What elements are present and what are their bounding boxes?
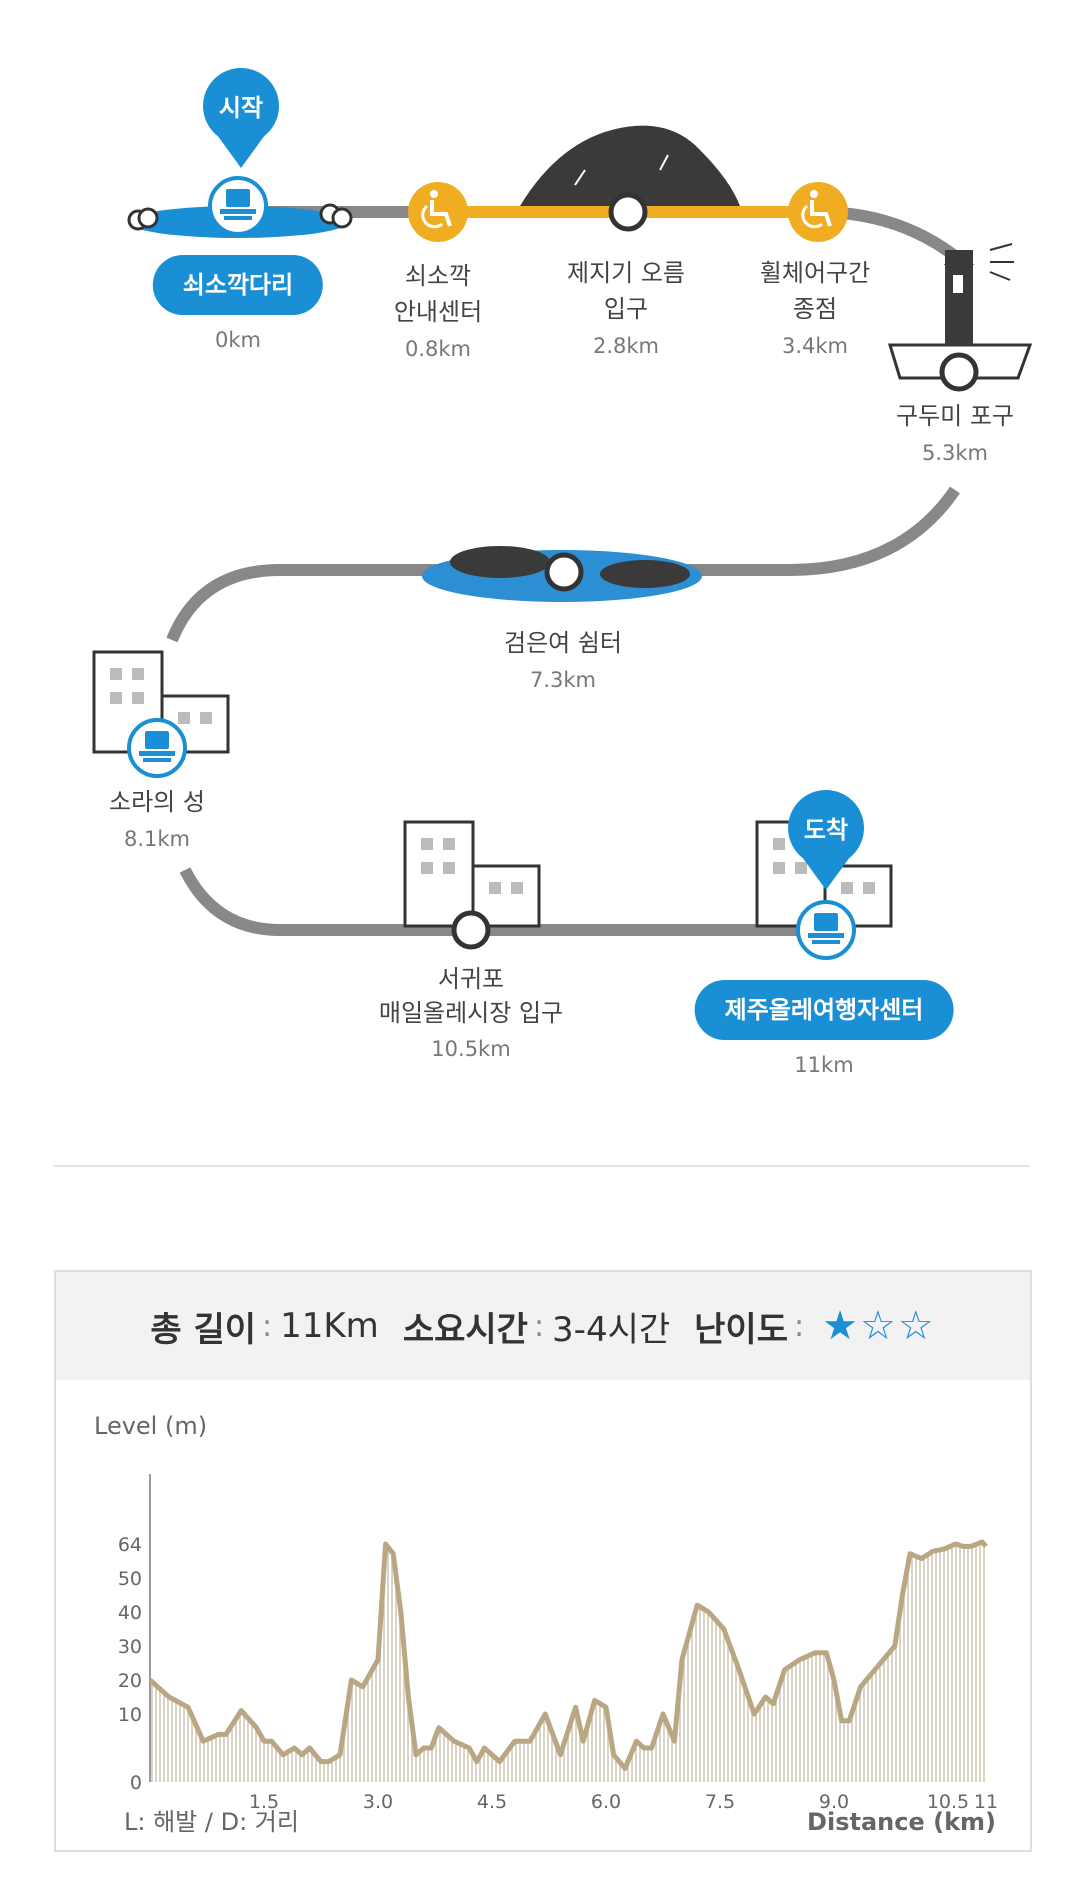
difficulty-label: 난이도	[694, 1309, 788, 1350]
stop-black-rock-shelter[interactable]: 검은여 쉼터 7.3km	[504, 625, 622, 695]
length-label: 총 길이	[150, 1309, 257, 1350]
x-tick-label: 10.5	[927, 1791, 969, 1813]
time-value: 3-4시간	[552, 1309, 671, 1350]
y-tick-label: 20	[118, 1670, 142, 1692]
stop-name: 소라의 성	[109, 788, 205, 816]
stop-name: 검은여 쉼터	[503, 629, 623, 657]
elevation-line	[148, 1539, 988, 1771]
stop-name: 구두미 포구	[895, 402, 1015, 430]
stop-distance: 2.8km	[592, 334, 659, 358]
route-segment	[179, 867, 830, 936]
end-pin	[788, 790, 864, 890]
separator-colon: :	[533, 1308, 545, 1344]
stop-gudumi-port[interactable]: 구두미 포구 5.3km	[896, 398, 1014, 468]
route-stop-marker	[451, 910, 491, 950]
y-tick-label: 0	[130, 1772, 142, 1794]
stamp-station-icon	[127, 718, 187, 778]
stop-maeil-market[interactable]: 서귀포 매일올레시장 입구 10.5km	[379, 962, 563, 1064]
stop-start[interactable]: 쇠소깍다리 0km	[152, 255, 324, 355]
mountain-illustration	[520, 125, 740, 206]
stop-distance: 7.3km	[529, 668, 596, 692]
stop-distance: 0.8km	[404, 337, 472, 361]
stop-name: 서귀포 매일올레시장 입구	[378, 965, 564, 1027]
route-segment	[166, 486, 960, 643]
stop-distance: 10.5km	[431, 1037, 511, 1061]
mountain-detail	[574, 154, 669, 186]
stop-wheelchair-end[interactable]: 휠체어구간 종점 3.4km	[760, 255, 870, 361]
route-stop-marker	[544, 552, 584, 592]
stop-distance: 8.1km	[123, 827, 191, 851]
y-tick-label: 30	[118, 1636, 142, 1658]
difficulty-stars: ★☆☆	[822, 1303, 936, 1349]
time-label: 소요시간	[402, 1309, 528, 1350]
building-illustration	[403, 820, 541, 928]
stop-name: 제지기 오름 입구	[566, 259, 686, 323]
stop-jejigi-oreum[interactable]: 제지기 오름 입구 2.8km	[567, 255, 685, 361]
stop-info-center[interactable]: 쇠소깍 안내센터 0.8km	[394, 258, 482, 364]
x-tick-label: 4.5	[477, 1791, 507, 1813]
stop-name: 휠체어구간 종점	[759, 259, 871, 323]
stop-name-pill: 제주올레여행자센터	[694, 980, 954, 1040]
x-axis-label: Distance (km)	[807, 1808, 996, 1836]
stop-name: 쇠소깍 안내센터	[393, 262, 483, 326]
stamp-station-icon	[208, 176, 268, 236]
x-tick-label: 3.0	[363, 1791, 393, 1813]
stop-name-pill: 쇠소깍다리	[152, 255, 324, 315]
stop-distance: 5.3km	[921, 441, 988, 465]
stop-sora-castle[interactable]: 소라의 성 8.1km	[109, 784, 205, 854]
y-axis-label: Level (m)	[94, 1412, 207, 1440]
y-tick-label: 40	[118, 1602, 142, 1624]
x-tick-label: 11	[974, 1791, 998, 1813]
x-tick-label: 7.5	[705, 1791, 735, 1813]
course-route-map: 시작 도착 쇠소깍다리 0km 쇠소깍 안내센터 0.8km 제지기 오름 입구…	[92, 68, 1033, 1080]
start-pin	[203, 68, 279, 168]
stop-distance: 3.4km	[781, 334, 848, 358]
wheelchair-icon	[788, 182, 848, 242]
stop-distance: 0km	[215, 328, 261, 352]
course-summary-panel: 총 길이 : 11Km 소요시간 : 3-4시간 난이도 : ★☆☆ Level…	[54, 1270, 1032, 1852]
length-value: 11Km	[280, 1306, 379, 1346]
wheelchair-icon	[408, 182, 468, 242]
y-tick-label: 50	[118, 1568, 142, 1590]
summary-header: 총 길이 : 11Km 소요시간 : 3-4시간 난이도 : ★☆☆	[56, 1272, 1030, 1380]
route-line-drawing	[92, 68, 1033, 960]
route-stop-marker	[939, 352, 979, 392]
rock-illustration	[127, 203, 353, 231]
end-badge-text: 도착	[803, 816, 849, 844]
stamp-station-icon	[796, 900, 856, 960]
route-stop-marker	[608, 192, 648, 232]
elevation-chart: Level (m) 0 10 20 30 40 50 64 1.5 3.0 4.5 6.0 7.5 9.…	[94, 1412, 998, 1836]
legend-note: L: 해발 / D: 거리	[124, 1808, 299, 1836]
stop-distance: 11km	[794, 1053, 854, 1077]
x-tick-label: 9.0	[819, 1791, 849, 1813]
x-tick-label: 1.5	[249, 1791, 279, 1813]
section-divider	[54, 1165, 1030, 1167]
separator-colon: :	[793, 1308, 805, 1344]
y-tick-label: 64	[118, 1534, 142, 1556]
separator-colon: :	[262, 1308, 273, 1344]
y-tick-label: 10	[118, 1704, 142, 1726]
stop-end[interactable]: 제주올레여행자센터 11km	[694, 980, 954, 1080]
x-tick-label: 6.0	[591, 1791, 621, 1813]
start-badge-text: 시작	[218, 94, 264, 122]
